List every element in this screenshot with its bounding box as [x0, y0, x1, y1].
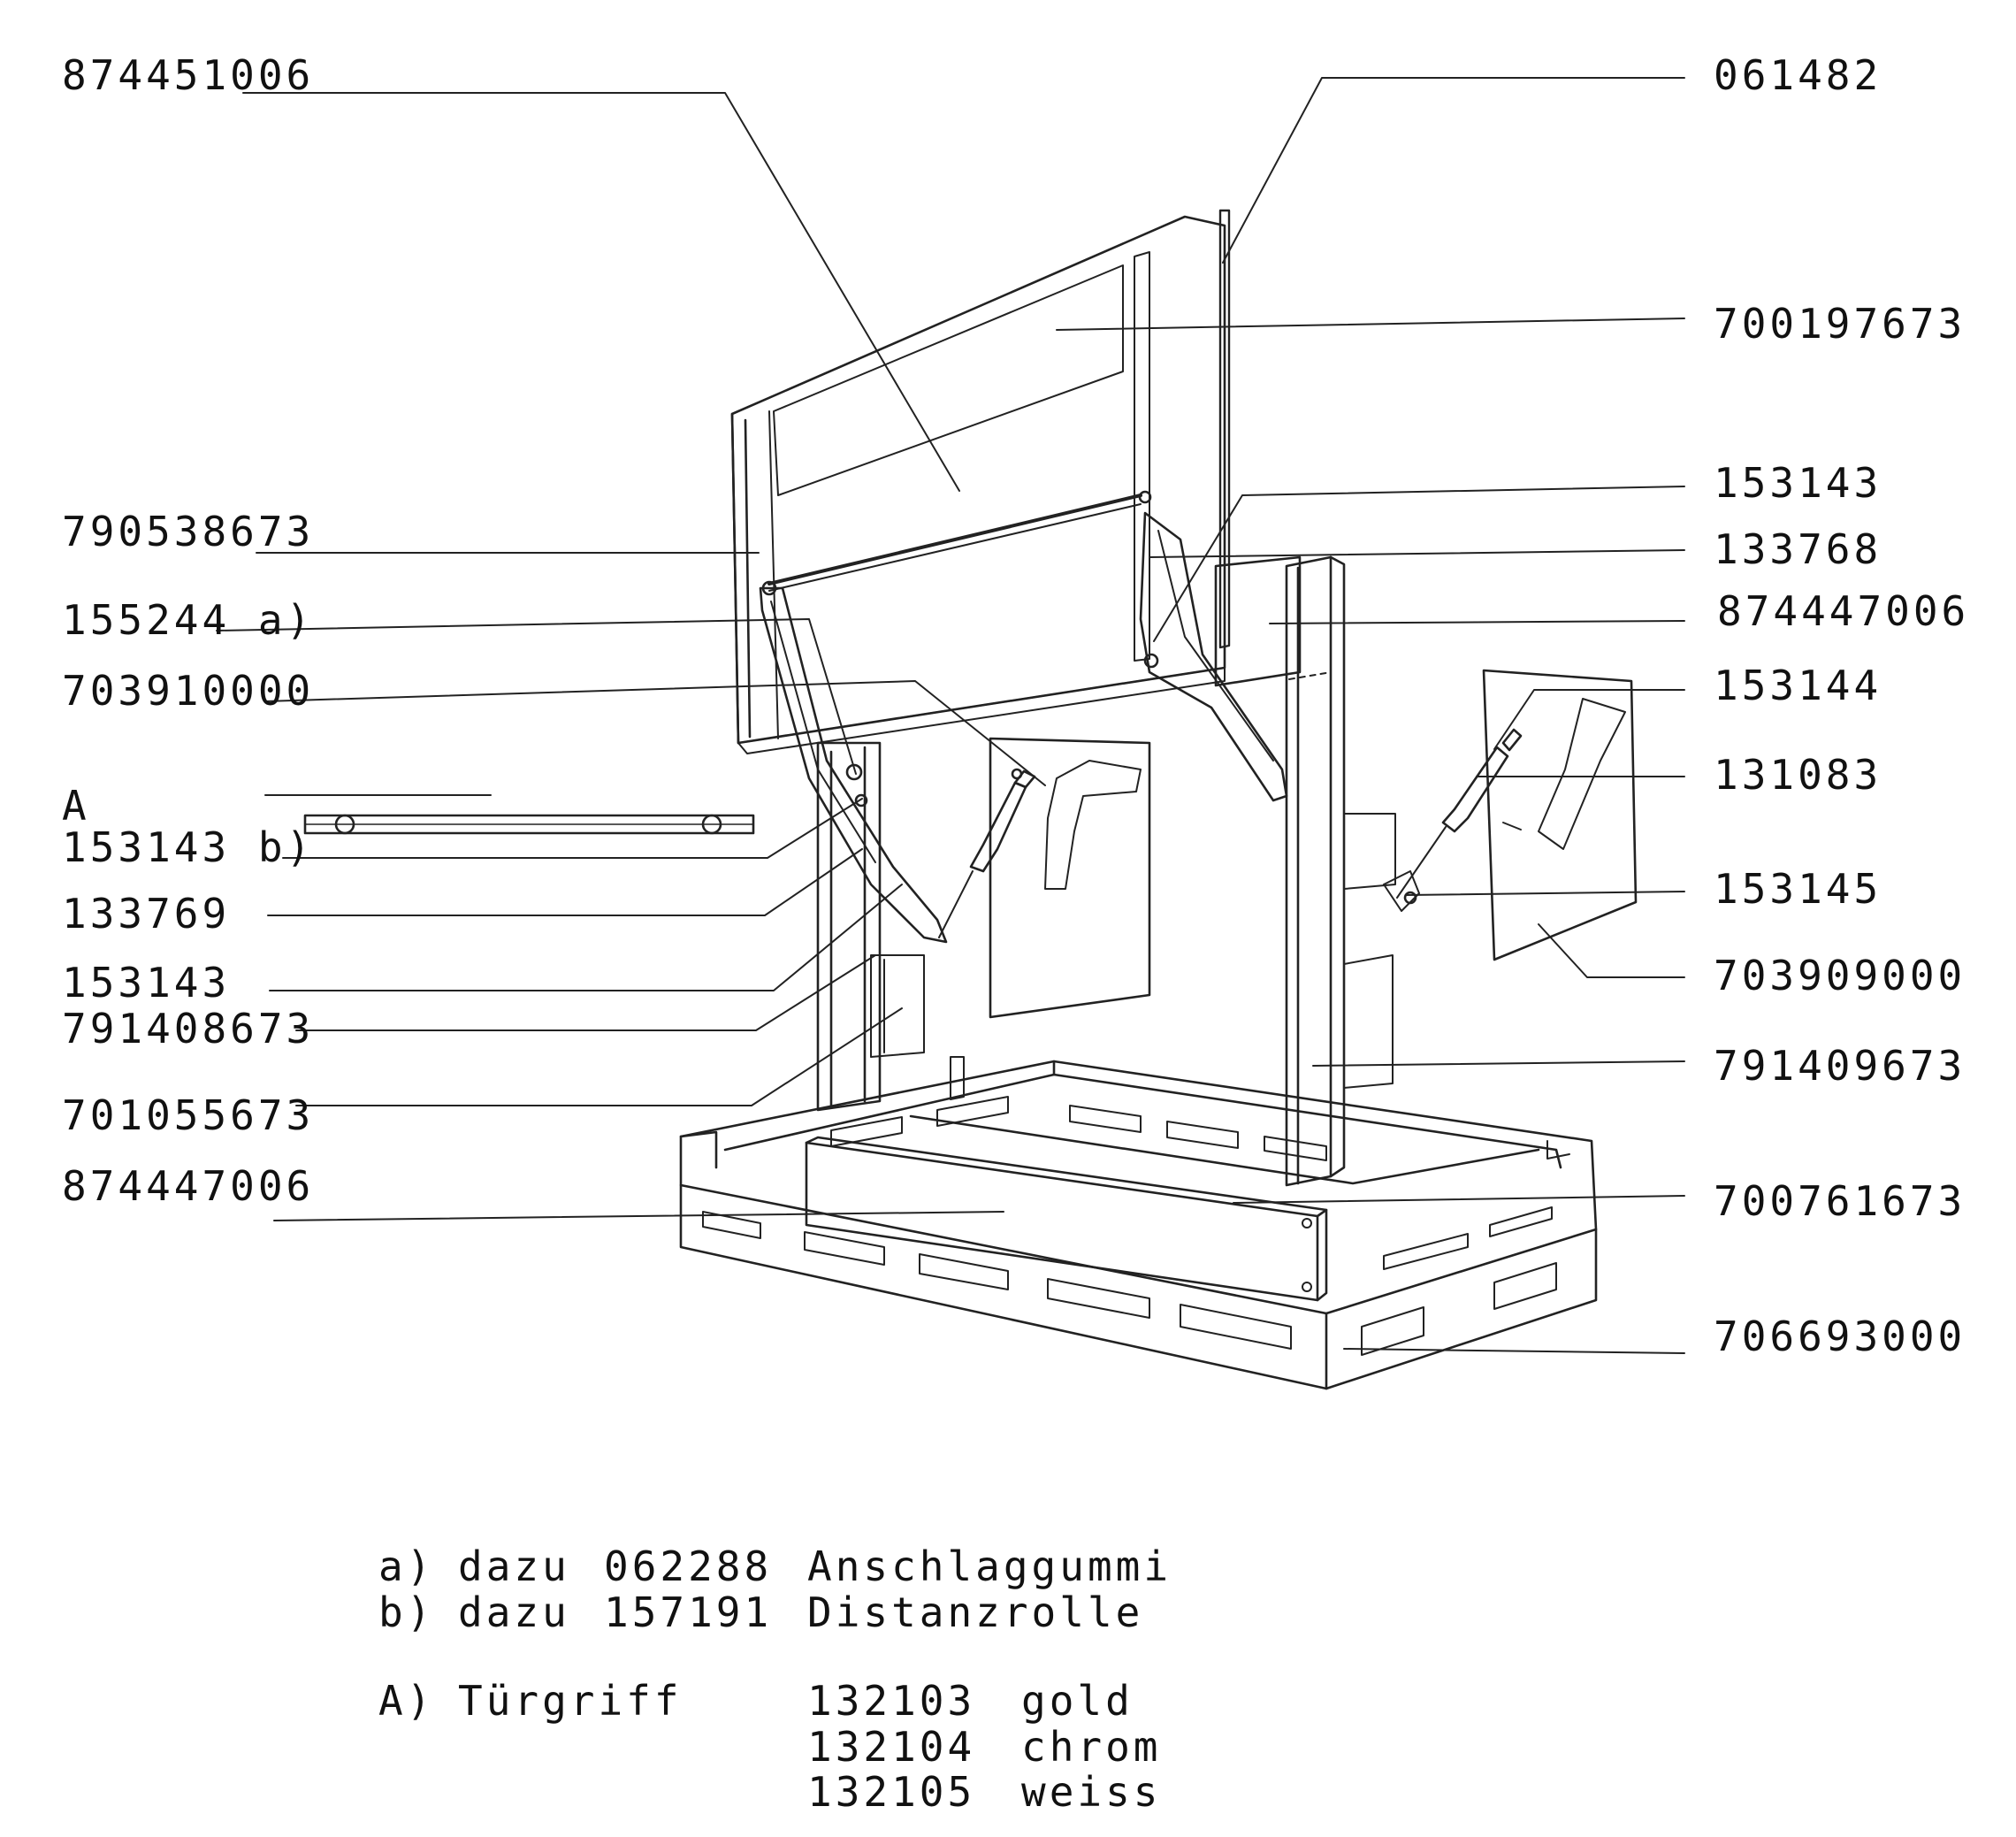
label-131083: 131083 [1714, 751, 1882, 799]
door-handle [303, 814, 755, 835]
footnote-b-desc: Distanzrolle [807, 1588, 1144, 1636]
label-791408673: 791408673 [62, 1005, 315, 1052]
label-153143-b: 153143 b) [62, 823, 315, 871]
label-155244-a: 155244 a) [62, 596, 315, 644]
label-874451006: 874451006 [62, 51, 315, 99]
label-791409673: 791409673 [1714, 1042, 1966, 1090]
footnote-b-number: 157191 [604, 1588, 773, 1636]
hinge-bracket-right [1138, 490, 1302, 802]
handle-variant-number: 132105 [807, 1768, 976, 1816]
label-153144: 153144 [1714, 662, 1882, 709]
label-706693000: 706693000 [1714, 1313, 1966, 1360]
label-061482: 061482 [1714, 51, 1882, 99]
gas-strut-left [938, 768, 1036, 938]
handle-variant-number: 132104 [807, 1723, 976, 1771]
footnote-a-desc: Anschlaggummi [807, 1542, 1172, 1590]
label-133769: 133769 [62, 890, 231, 938]
footnote-a-word: dazu [458, 1542, 570, 1590]
left-rail [816, 741, 925, 1112]
base-frame [679, 1056, 1598, 1390]
side-panel [1482, 669, 1638, 961]
label-700197673: 700197673 [1714, 300, 1966, 348]
footnote-handle-key: A) [378, 1677, 435, 1725]
label-874447006-left: 874447006 [62, 1162, 315, 1210]
label-153145: 153145 [1714, 865, 1882, 913]
seal-strip [1218, 209, 1231, 649]
label-701055673: 701055673 [62, 1091, 315, 1139]
handle-variant-number: 132103 [807, 1677, 976, 1725]
handle-variant-color: chrom [1021, 1723, 1162, 1771]
label-790538673: 790538673 [62, 508, 315, 555]
footnote-b-word: dazu [458, 1588, 570, 1636]
right-post [1285, 555, 1346, 1187]
handle-variant-color: gold [1021, 1677, 1134, 1725]
plinth-board [805, 1136, 1328, 1302]
label-703910000: 703910000 [62, 667, 315, 715]
handle-variant-color: weiss [1021, 1768, 1162, 1816]
footnote-handle-word: Türgriff [458, 1677, 683, 1725]
door-panel [730, 215, 1226, 754]
inner-panel [989, 737, 1396, 1089]
label-133768: 133768 [1714, 525, 1882, 573]
footnote-a-number: 062288 [604, 1542, 773, 1590]
label-handle-letter: A [62, 782, 90, 830]
leader-lines [216, 77, 1685, 1354]
footnote-a-key: a) [378, 1542, 435, 1590]
label-703909000: 703909000 [1714, 952, 1966, 999]
label-153143-right: 153143 [1714, 459, 1882, 507]
label-153143-left: 153143 [62, 959, 231, 1007]
footnote-b-key: b) [378, 1588, 435, 1636]
label-874447006-right: 874447006 [1717, 587, 1970, 635]
label-700761673: 700761673 [1714, 1177, 1966, 1225]
gas-strut-right [1383, 728, 1523, 912]
hinge-arm-left [759, 580, 948, 944]
